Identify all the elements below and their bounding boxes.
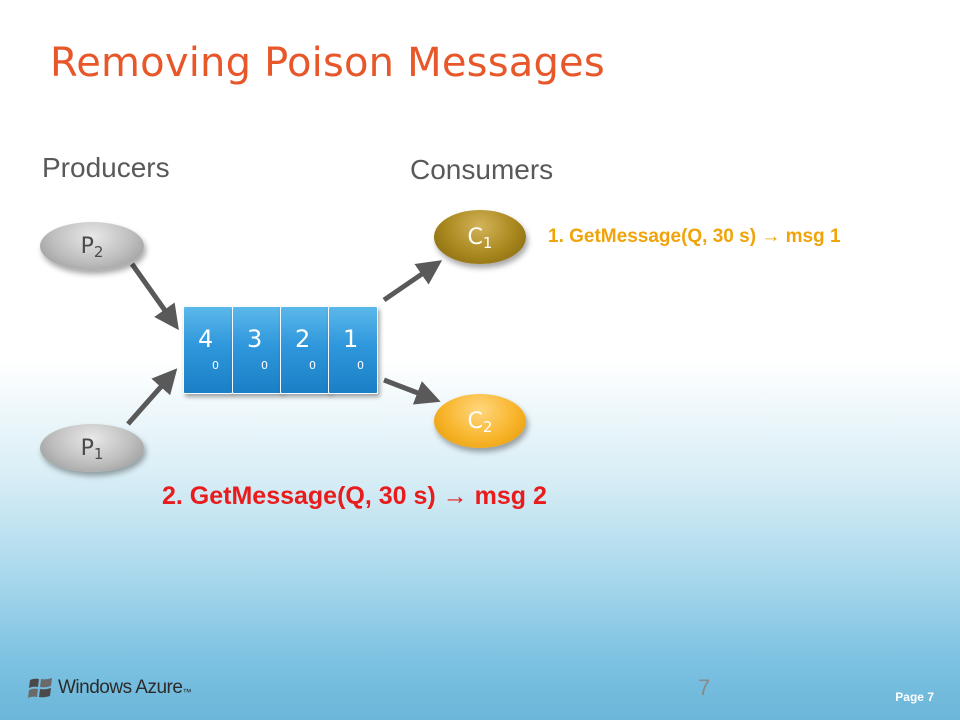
slide-title: Removing Poison Messages (50, 40, 605, 86)
arrow-icon (126, 368, 178, 426)
node-letter: P (80, 435, 94, 461)
dequeue-count: 0 (261, 359, 268, 372)
arrow-icon (382, 260, 443, 303)
node-subscript: 2 (93, 243, 104, 261)
consumers-label: Consumers (410, 154, 554, 185)
queue-message-4: 4 0 (183, 306, 233, 394)
message-number: 1 (343, 325, 359, 353)
node-letter: P (80, 233, 94, 259)
message-number: 4 (198, 325, 214, 353)
node-letter: C (467, 224, 483, 250)
getmessage-call-2: 2. GetMessage(Q, 30 s) → msg 2 (162, 482, 547, 510)
node-subscript: 2 (482, 418, 493, 436)
dequeue-count: 0 (309, 359, 316, 372)
page-label: Page 7 (895, 690, 934, 704)
node-subscript: 1 (93, 445, 104, 463)
logo-text: Windows Azure (58, 677, 183, 698)
dequeue-count: 0 (212, 359, 219, 372)
queue-message-3: 3 0 (232, 306, 282, 394)
dequeue-count: 0 (357, 359, 364, 372)
message-number: 3 (247, 325, 263, 353)
trademark-mark: ™ (182, 687, 192, 697)
arrow-icon (383, 377, 441, 405)
queue-message-2: 2 0 (280, 306, 330, 394)
producers-label: Producers (42, 152, 170, 183)
windows-flag-icon (28, 678, 52, 698)
node-subscript: 1 (482, 234, 493, 252)
windows-azure-logo: Windows Azure ™ (28, 676, 191, 700)
getmessage-call-1: 1. GetMessage(Q, 30 s) → msg 1 (548, 226, 841, 247)
arrow-icon (129, 262, 179, 331)
message-number: 2 (295, 325, 311, 353)
queue-message-1: 1 0 (328, 306, 378, 394)
slide-number: 7 (698, 675, 711, 700)
node-letter: C (467, 408, 483, 434)
